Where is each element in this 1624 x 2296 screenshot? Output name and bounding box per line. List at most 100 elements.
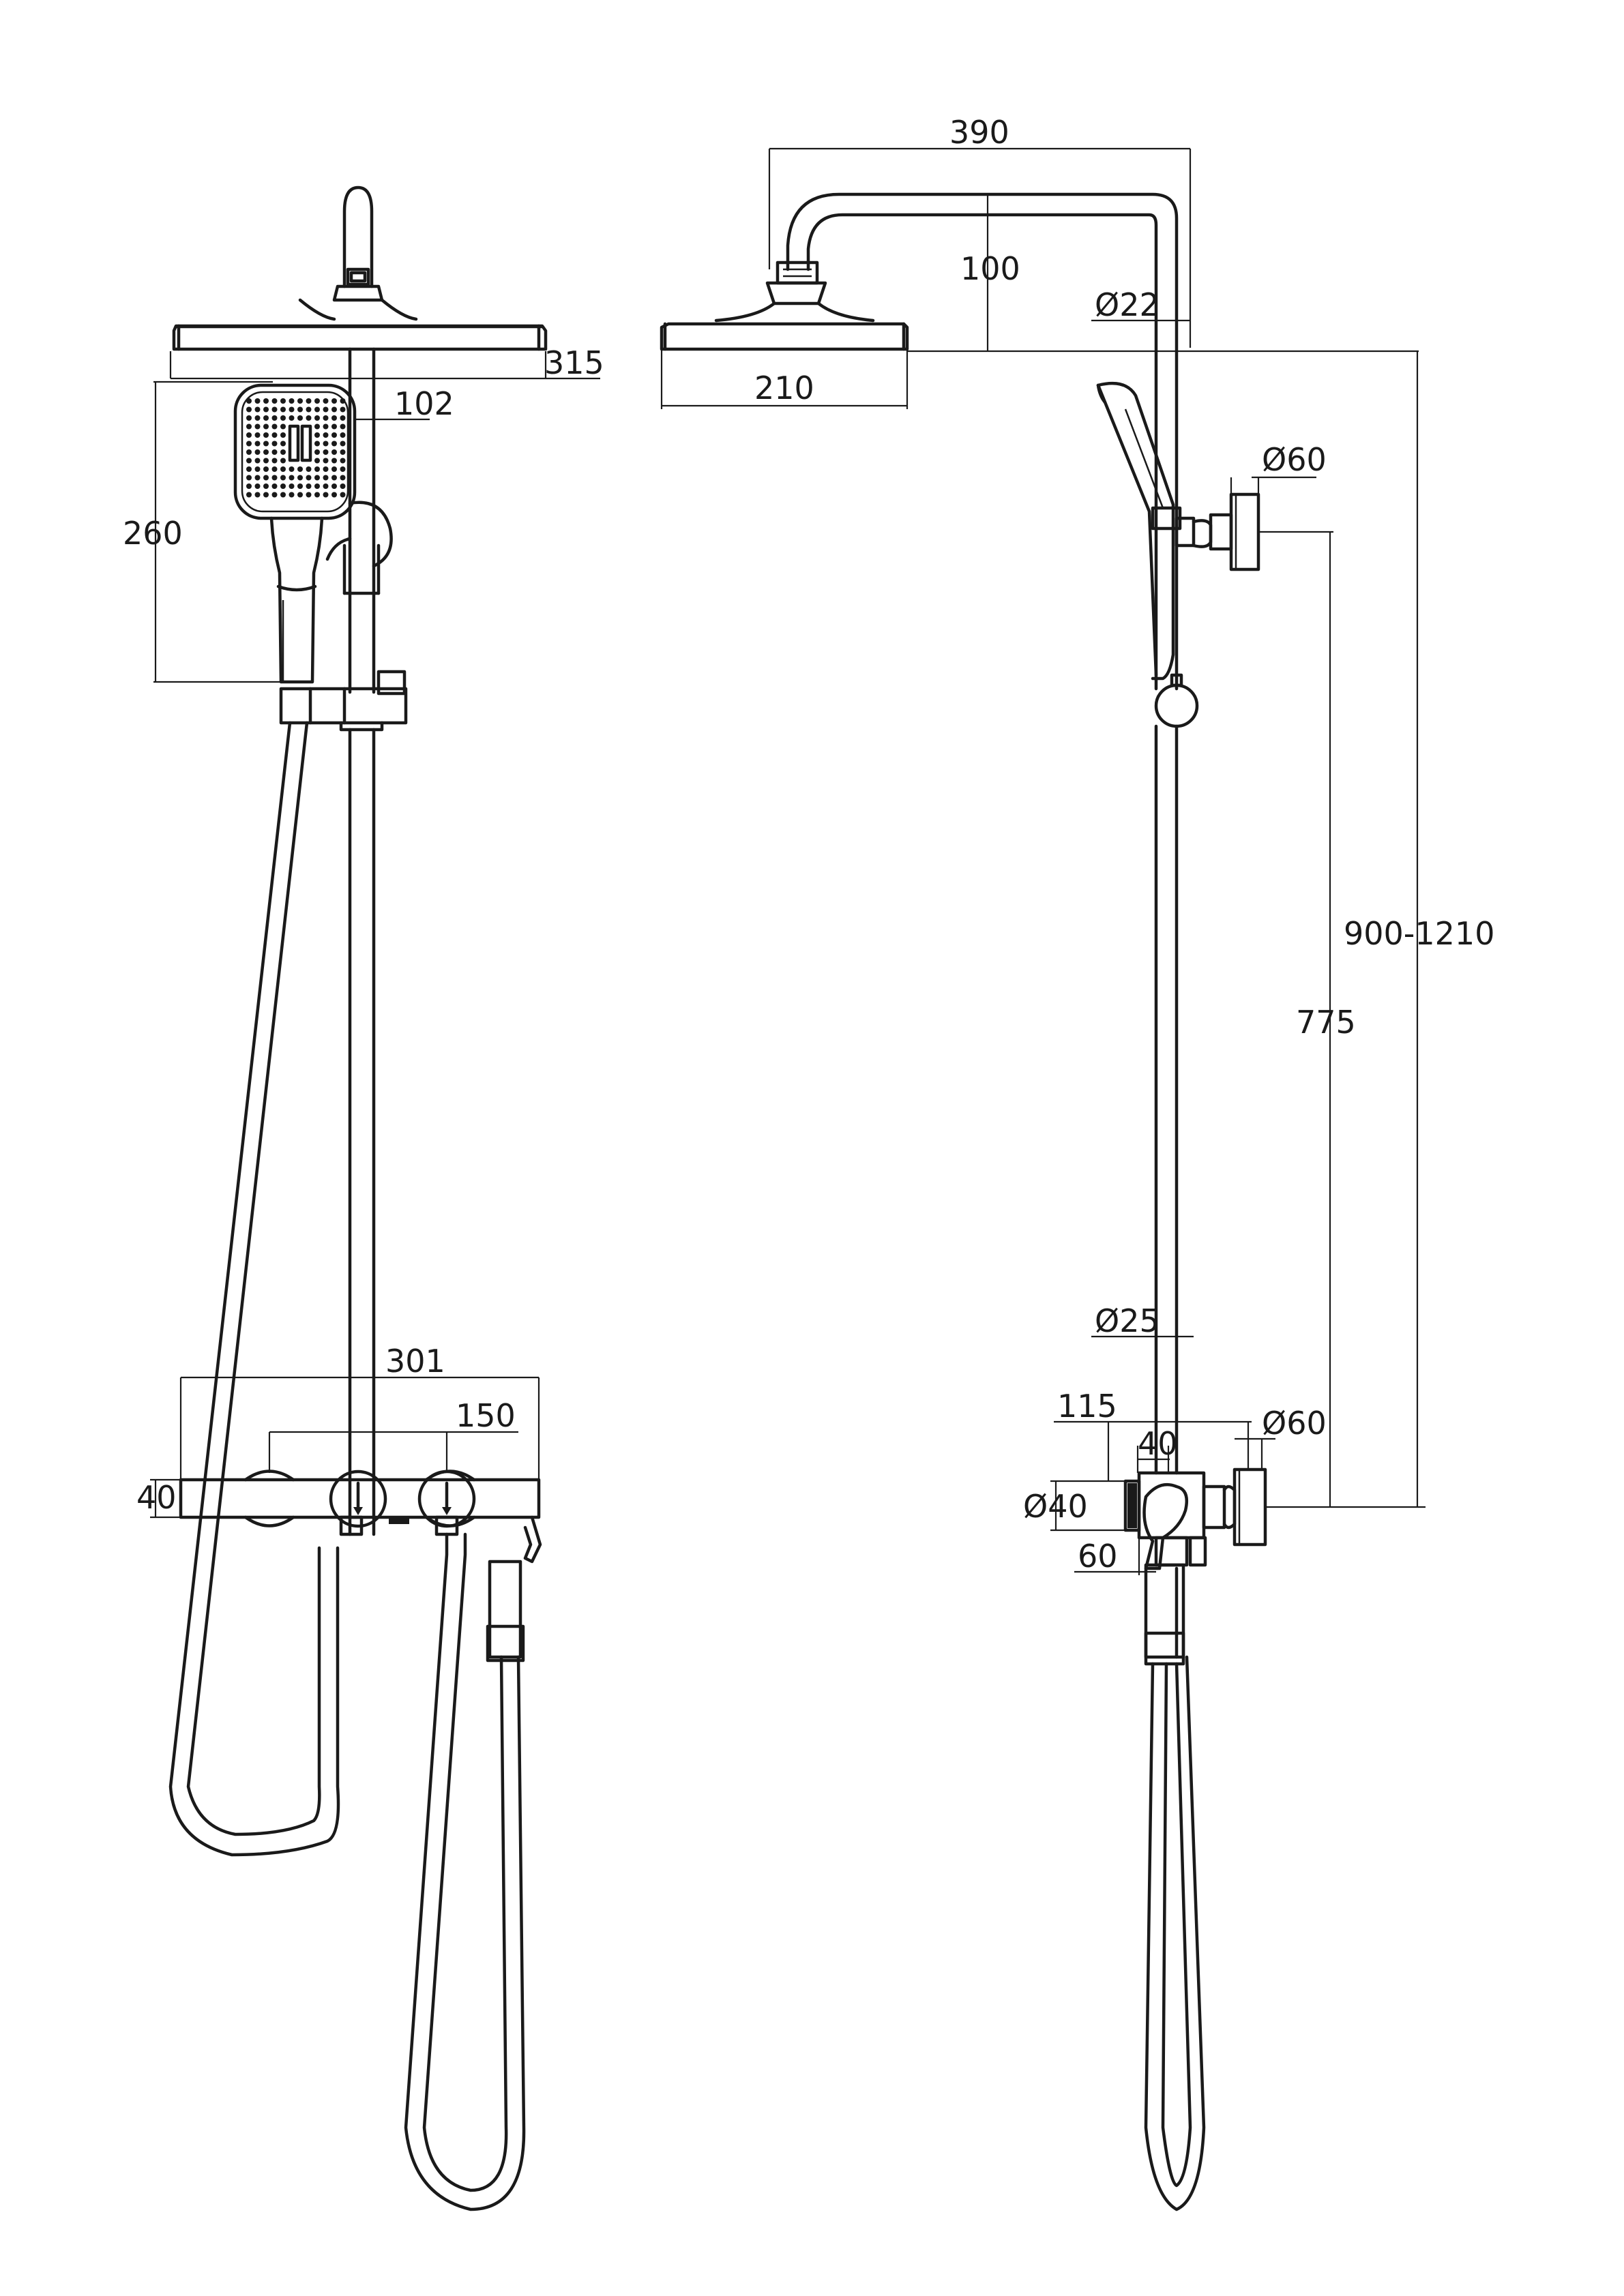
spray-dot bbox=[280, 432, 286, 438]
spray-dot bbox=[323, 449, 329, 455]
spray-dot bbox=[280, 406, 286, 413]
spray-dot bbox=[331, 398, 337, 404]
spray-dot bbox=[331, 458, 337, 464]
spray-dot bbox=[323, 432, 329, 438]
spray-dot bbox=[314, 432, 320, 438]
spray-dot bbox=[323, 466, 329, 472]
spray-dot bbox=[263, 432, 269, 438]
spray-dot bbox=[323, 423, 329, 430]
hand-shower-spray-dots bbox=[246, 398, 346, 498]
spray-dot bbox=[280, 398, 286, 404]
spray-dot bbox=[289, 466, 295, 472]
spray-dot bbox=[297, 415, 303, 421]
side-upper-bracket bbox=[1175, 492, 1260, 571]
spray-dot bbox=[271, 441, 278, 447]
spray-dot bbox=[314, 441, 320, 447]
spray-dot bbox=[271, 483, 278, 489]
spray-dot bbox=[271, 432, 278, 438]
spray-dot bbox=[263, 423, 269, 430]
spray-dot bbox=[314, 483, 320, 489]
spray-dot bbox=[246, 441, 252, 447]
spray-dot bbox=[271, 415, 278, 421]
spray-dot bbox=[254, 398, 261, 404]
spray-dot bbox=[323, 483, 329, 489]
side-mixer bbox=[1123, 1467, 1267, 1666]
dim-mixer-width: 301 bbox=[385, 1343, 445, 1380]
side-dimensions bbox=[660, 147, 1426, 1575]
spray-dot bbox=[331, 475, 337, 481]
spray-dot bbox=[297, 406, 303, 413]
spray-dot bbox=[254, 475, 261, 481]
spray-dot bbox=[306, 406, 312, 413]
spray-dot bbox=[297, 475, 303, 481]
spray-dot bbox=[340, 466, 346, 472]
spray-dot bbox=[331, 432, 337, 438]
dim-mixer-height: 40 bbox=[136, 1479, 177, 1516]
spray-dot bbox=[297, 398, 303, 404]
spray-dot bbox=[280, 466, 286, 472]
spray-dot bbox=[271, 475, 278, 481]
spray-dot bbox=[314, 398, 320, 404]
spray-dot bbox=[271, 458, 278, 464]
spray-dot bbox=[254, 458, 261, 464]
dim-height-range: 900-1210 bbox=[1344, 915, 1494, 952]
spray-dot bbox=[331, 483, 337, 489]
spray-dot bbox=[246, 398, 252, 404]
spray-dot bbox=[331, 492, 337, 498]
spray-dot bbox=[280, 441, 286, 447]
spray-dot bbox=[331, 466, 337, 472]
dim-lower-pipe: Ø25 bbox=[1095, 1302, 1160, 1339]
spray-dot bbox=[246, 492, 252, 498]
spray-dot bbox=[323, 441, 329, 447]
side-lower-pipe-hose bbox=[1144, 724, 1206, 2211]
spray-dot bbox=[263, 441, 269, 447]
spray-dot bbox=[289, 406, 295, 413]
dim-head-depth: 210 bbox=[754, 370, 814, 406]
spray-dot bbox=[340, 423, 346, 430]
spray-dot bbox=[323, 475, 329, 481]
front-upper-wall-bracket bbox=[325, 501, 393, 595]
spray-dot bbox=[263, 458, 269, 464]
spray-dot bbox=[340, 449, 346, 455]
dim-arm-reach: 390 bbox=[949, 114, 1009, 151]
spray-dot bbox=[340, 432, 346, 438]
spray-dot bbox=[297, 492, 303, 498]
spray-dot bbox=[271, 398, 278, 404]
spray-dot bbox=[254, 492, 261, 498]
spray-dot bbox=[254, 406, 261, 413]
spray-dot bbox=[263, 492, 269, 498]
spray-dot bbox=[314, 458, 320, 464]
front-hand-shower bbox=[233, 383, 357, 684]
spray-dot bbox=[289, 398, 295, 404]
spray-dot bbox=[314, 423, 320, 430]
front-dimensions bbox=[150, 351, 600, 1519]
spray-dot bbox=[246, 423, 252, 430]
spray-dot bbox=[340, 398, 346, 404]
spray-dot bbox=[246, 406, 252, 413]
spray-dot bbox=[254, 449, 261, 455]
spray-dot bbox=[306, 415, 312, 421]
front-hose bbox=[168, 721, 340, 1857]
side-shower-arm bbox=[765, 192, 1179, 691]
spray-dot bbox=[289, 475, 295, 481]
spray-dot bbox=[246, 449, 252, 455]
spray-dot bbox=[246, 483, 252, 489]
spray-dot bbox=[280, 475, 286, 481]
spray-dot bbox=[280, 483, 286, 489]
spray-dot bbox=[323, 458, 329, 464]
spray-dot bbox=[314, 492, 320, 498]
dim-bracket-lower: Ø60 bbox=[1262, 1405, 1327, 1442]
spray-dot bbox=[306, 492, 312, 498]
spray-dot bbox=[314, 415, 320, 421]
spray-dot bbox=[263, 475, 269, 481]
spray-dot bbox=[246, 458, 252, 464]
front-rain-head bbox=[172, 298, 548, 351]
spray-dot bbox=[263, 398, 269, 404]
spray-dot bbox=[323, 492, 329, 498]
spray-dot bbox=[271, 466, 278, 472]
spray-dot bbox=[323, 398, 329, 404]
spray-dot bbox=[331, 423, 337, 430]
spray-dot bbox=[254, 423, 261, 430]
spray-dot bbox=[340, 483, 346, 489]
